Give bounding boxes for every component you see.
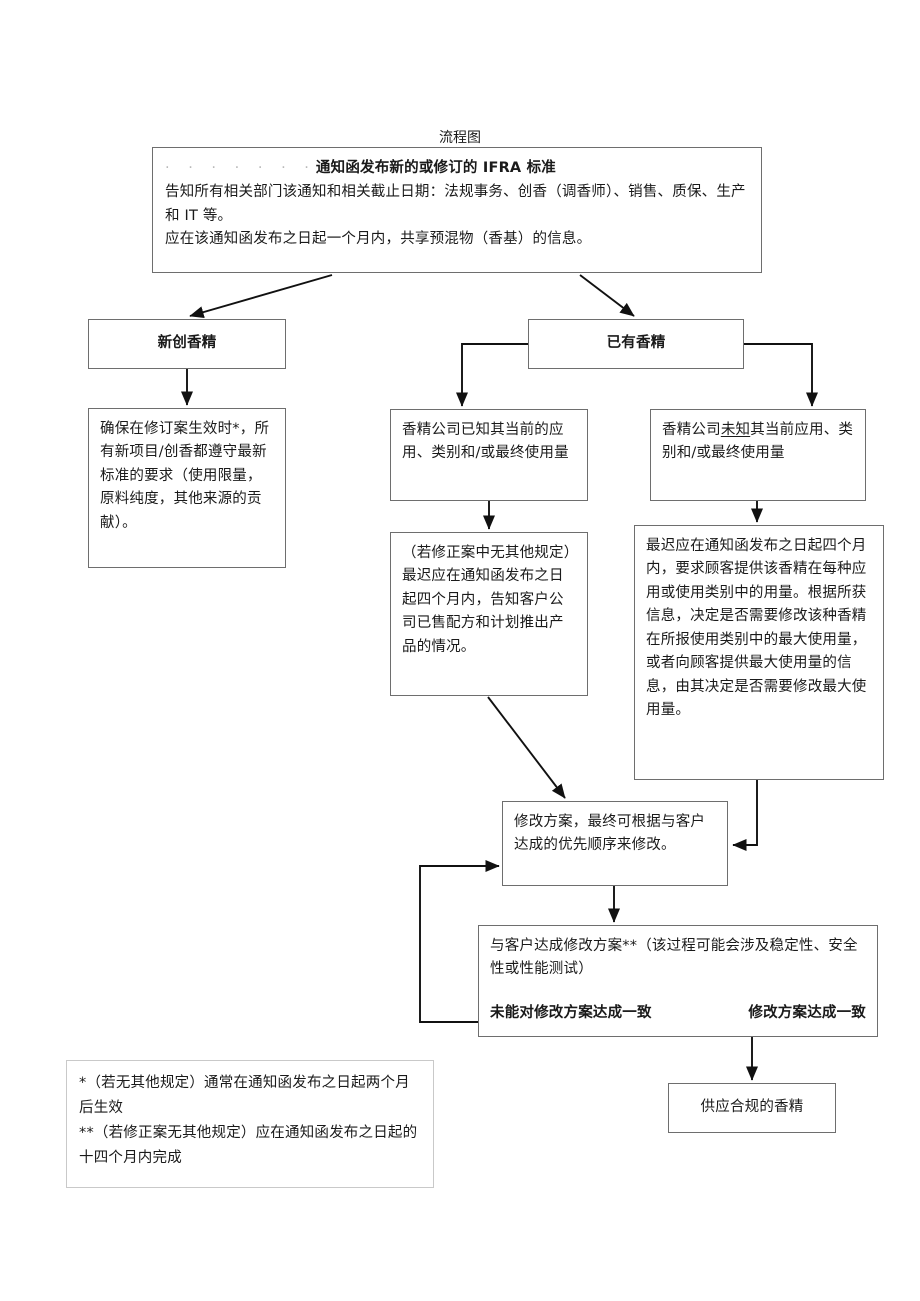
unknown-detail-body: 最迟应在通知函发布之日起四个月内，要求顾客提供该香精在每种应用或使用类别中的用量… [646, 538, 867, 719]
edge-notice-to-existing [579, 274, 635, 317]
known-detail-body: （若修正案中无其他规定）最迟应在通知函发布之日起四个月内，告知客户公司已售配方和… [402, 545, 572, 655]
node-existing-fragrance: 已有香精 [528, 319, 744, 369]
unknown-suffix: 其当前应用、类别和/或最终使用量 [662, 422, 854, 462]
node-notice-release: · · · · · · ·通知函发布新的或修订的 IFRA 标准 告知所有相关部… [152, 147, 762, 273]
node-new-fragrance-detail: 确保在修订案生效时*，所有新项目/创香都遵守最新标准的要求（使用限量，原料纯度，… [88, 408, 286, 568]
notice-heading-text: 通知函发布新的或修订的 IFRA 标准 [315, 160, 557, 176]
node-unknown-action-detail: 最迟应在通知函发布之日起四个月内，要求顾客提供该香精在每种应用或使用类别中的用量… [634, 525, 884, 780]
unknown-emphasis: 未知 [720, 422, 751, 438]
unknown-prefix: 香精公司 [662, 422, 721, 438]
revise-body: 修改方案，最终可根据与客户达成的优先顺序来修改。 [514, 814, 706, 854]
footnote-line-1: *（若无其他规定）通常在通知函发布之日起两个月后生效 [79, 1075, 410, 1116]
node-supply-compliant-fragrance: 供应合规的香精 [668, 1083, 836, 1133]
known-body: 香精公司已知其当前的应用、类别和/或最终使用量 [402, 422, 569, 462]
notice-dot-leader: · · · · · · · [165, 160, 316, 176]
unknown-body: 香精公司未知其当前应用、类别和/或最终使用量 [662, 419, 854, 466]
node-usage-known: 香精公司已知其当前的应用、类别和/或最终使用量 [390, 409, 588, 501]
agreement-outcomes: 未能对修改方案达成一致 修改方案达成一致 [490, 1002, 866, 1025]
node-usage-unknown: 香精公司未知其当前应用、类别和/或最终使用量 [650, 409, 866, 501]
existing-fragrance-label: 已有香精 [606, 335, 666, 352]
notice-body-line1: 告知所有相关部门该通知和相关截止日期：法规事务、创香（调香师）、销售、质保、生产… [165, 184, 746, 224]
node-new-fragrance: 新创香精 [88, 319, 286, 369]
new-detail-body: 确保在修订案生效时*，所有新项目/创香都遵守最新标准的要求（使用限量，原料纯度，… [100, 421, 270, 531]
notice-heading-row: · · · · · · ·通知函发布新的或修订的 IFRA 标准 [165, 157, 749, 180]
node-agreement-with-customer: 与客户达成修改方案**（该过程可能会涉及稳定性、安全性或性能测试） 未能对修改方… [478, 925, 878, 1037]
notice-body-line2: 应在该通知函发布之日起一个月内，共享预混物（香基）的信息。 [165, 231, 592, 248]
agreement-body: 与客户达成修改方案**（该过程可能会涉及稳定性、安全性或性能测试） [490, 938, 858, 978]
outcome-not-agreed: 未能对修改方案达成一致 [490, 1004, 652, 1021]
edge-unknowndetail-to-revise [732, 780, 758, 852]
edge-existing-to-known [455, 343, 528, 407]
node-revise-plan: 修改方案，最终可根据与客户达成的优先顺序来修改。 [502, 801, 728, 886]
outcome-agreed: 修改方案达成一致 [748, 1004, 866, 1021]
footnote-line-2: **（若修正案无其他规定）应在通知函发布之日起的十四个月内完成 [79, 1124, 418, 1166]
edge-knowndetail-to-revise [487, 696, 566, 799]
new-fragrance-label: 新创香精 [157, 335, 217, 352]
supply-label: 供应合规的香精 [700, 1099, 804, 1116]
node-known-action-detail: （若修正案中无其他规定）最迟应在通知函发布之日起四个月内，告知客户公司已售配方和… [390, 532, 588, 696]
edge-existing-to-unknown [744, 343, 819, 407]
page-title: 流程图 [439, 130, 481, 146]
footnote-box: *（若无其他规定）通常在通知函发布之日起两个月后生效 **（若修正案无其他规定）… [66, 1060, 434, 1188]
edge-notice-to-new [189, 274, 333, 319]
